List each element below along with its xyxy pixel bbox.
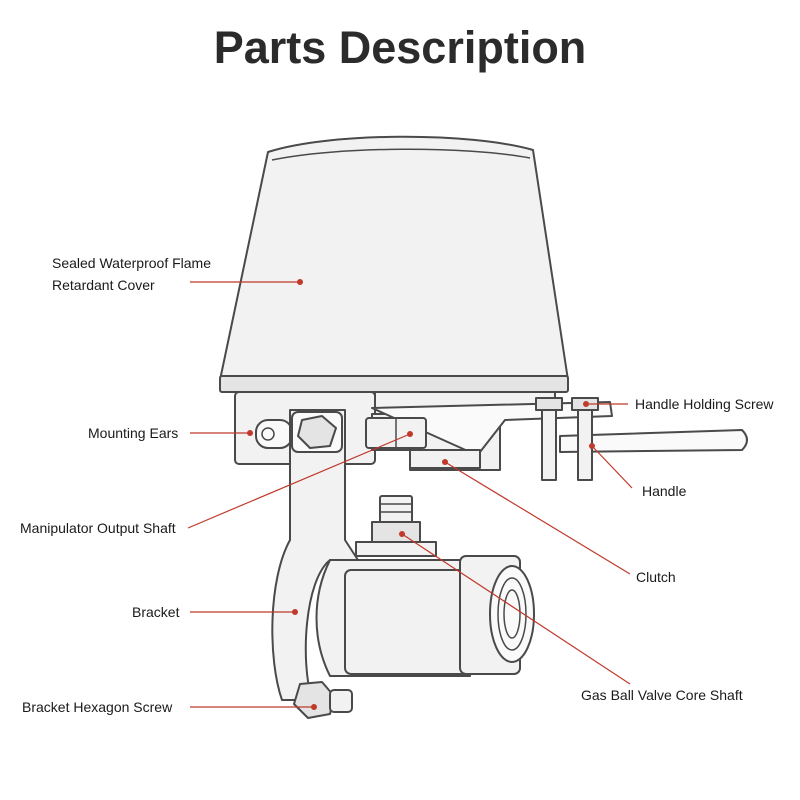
label-bracket: Bracket: [132, 604, 180, 620]
core-shaft: [355, 495, 437, 557]
bracket-part: [271, 409, 359, 701]
label-mounting-ears: Mounting Ears: [88, 425, 179, 441]
label-sealed-cover: Sealed Waterproof Flame Retardant Cover: [52, 252, 211, 296]
page-title: Parts Description: [213, 22, 587, 73]
label-cover-line1: Sealed Waterproof Flame: [52, 255, 211, 271]
label-bracket-hexagon-screw: Bracket Hexagon Screw: [22, 699, 173, 715]
label-handle: Handle: [642, 483, 687, 499]
handle-assembly: [365, 397, 748, 481]
leader-lines: [187, 279, 633, 710]
label-cover-line2: Retardant Cover: [52, 277, 155, 293]
label-clutch: Clutch: [636, 569, 676, 585]
mounting-ear: [255, 419, 293, 449]
label-gas-ball-valve-core-shaft: Gas Ball Valve Core Shaft: [581, 687, 743, 703]
sealed-cover: [219, 135, 569, 393]
label-handle-holding-screw: Handle Holding Screw: [635, 396, 774, 412]
label-manipulator-output-shaft: Manipulator Output Shaft: [20, 520, 176, 536]
hexagon-screw: [293, 681, 353, 719]
ball-valve-body: [315, 555, 535, 677]
